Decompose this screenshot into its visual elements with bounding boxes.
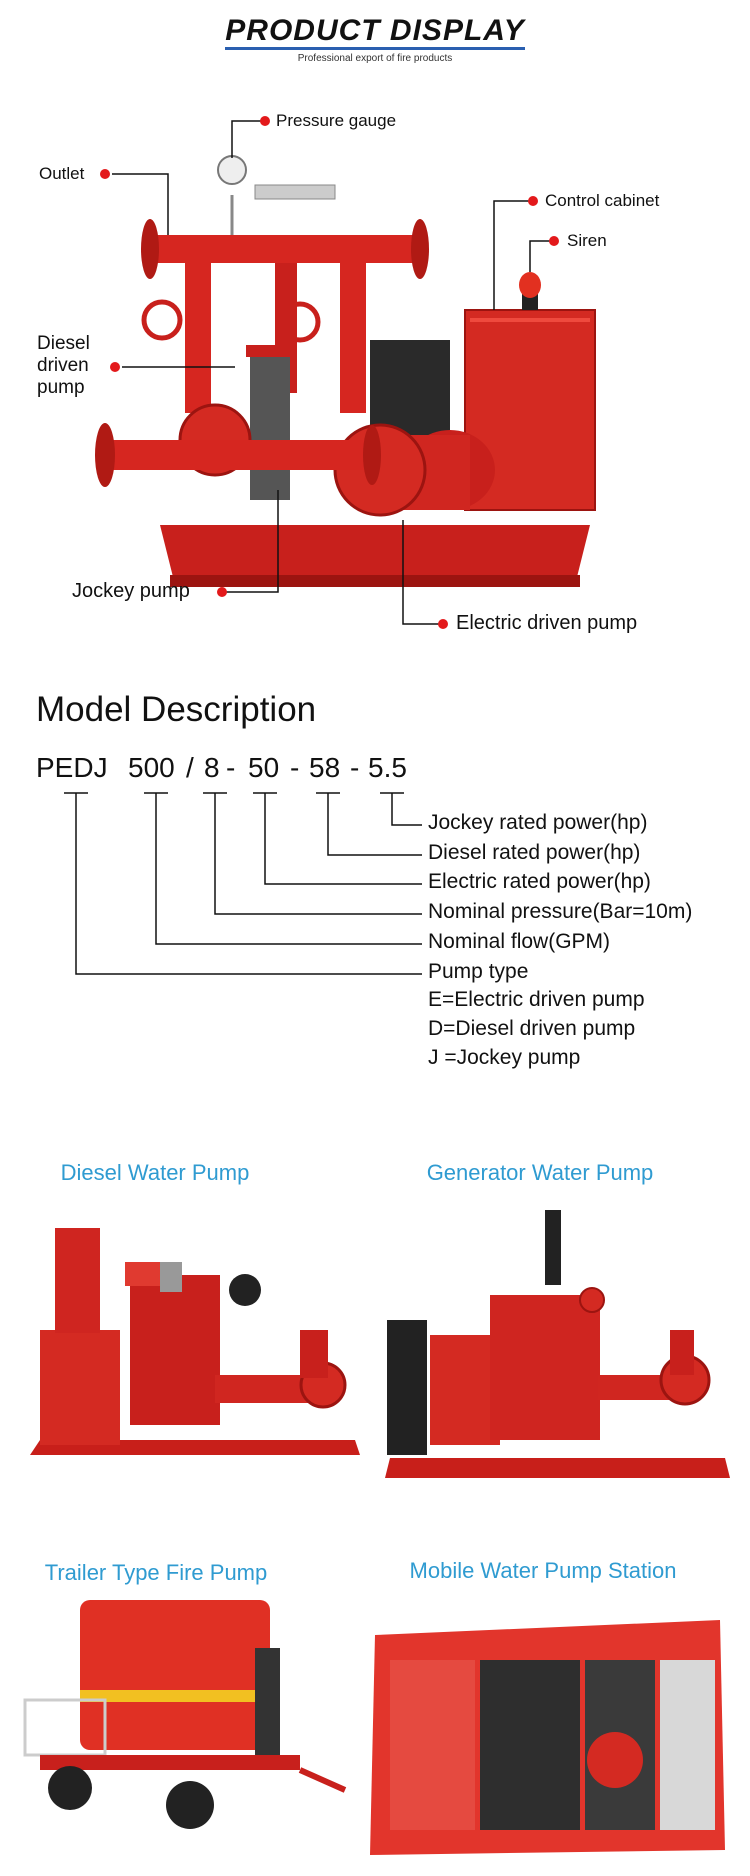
model-line-type-d: D=Diesel driven pump: [428, 1017, 636, 1040]
label-jockey-pump: Jockey pump: [72, 580, 190, 602]
diesel-water-pump-image[interactable]: [30, 1228, 360, 1455]
model-code-pressure: 8: [204, 752, 220, 783]
model-code-jockey: 5.5: [368, 752, 407, 783]
model-line-pump-type: Pump type: [428, 960, 529, 983]
product-title-trailer[interactable]: Trailer Type Fire Pump: [44, 1560, 268, 1585]
mobile-water-pump-station-image[interactable]: [370, 1620, 725, 1855]
outlet-header-pipe: [150, 235, 420, 263]
page-title: PRODUCT DISPLAY: [0, 14, 750, 50]
dot-siren: [549, 236, 559, 246]
model-code-dash: -: [350, 752, 360, 783]
suction-pipe: [105, 440, 375, 470]
model-line-diesel-power: Diesel rated power(hp): [428, 841, 641, 864]
dot-jockey-pump: [217, 587, 227, 597]
model-line-type-e: E=Electric driven pump: [428, 988, 645, 1011]
model-line-nominal-flow: Nominal flow(GPM): [428, 930, 611, 953]
dot-outlet: [100, 169, 110, 179]
model-line-type-j: J =Jockey pump: [428, 1046, 581, 1069]
model-description-title: Model Description: [36, 690, 317, 729]
valve-wheel: [141, 299, 183, 341]
product-title-mobile[interactable]: Mobile Water Pump Station: [409, 1558, 677, 1583]
outlet-flange: [141, 219, 159, 279]
model-code-dash: -: [290, 752, 300, 783]
model-code-flow: 500: [128, 752, 175, 783]
label-electric-driven-pump: Electric driven pump: [456, 612, 638, 634]
fire-pump-set-illustration: [95, 116, 596, 629]
model-line-electric-power: Electric rated power(hp): [428, 870, 651, 893]
jockey-pump: [250, 350, 290, 500]
trailer-type-fire-pump-image[interactable]: [23, 1600, 347, 1829]
label-outlet: Outlet: [39, 164, 85, 183]
base-skid-edge: [170, 575, 580, 587]
model-line-nominal-pressure: Nominal pressure(Bar=10m): [428, 900, 693, 923]
pressure-switches: [254, 184, 336, 200]
page-subtitle: Professional export of fire products: [297, 53, 453, 64]
label-control-cabinet: Control cabinet: [545, 191, 660, 210]
dot-electric-driven-pump: [438, 619, 448, 629]
product-title-generator[interactable]: Generator Water Pump: [426, 1160, 654, 1185]
model-code-electric: 50: [248, 752, 280, 783]
label-pressure-gauge: Pressure gauge: [276, 111, 397, 130]
model-code-dash: -: [226, 752, 236, 783]
model-code-sep: /: [186, 752, 194, 783]
siren: [519, 272, 541, 298]
base-skid: [160, 525, 590, 585]
page-title-text: PRODUCT DISPLAY: [225, 15, 525, 50]
diesel-engine: [370, 340, 450, 440]
dot-diesel-driven-pump: [110, 362, 120, 372]
product-title-diesel[interactable]: Diesel Water Pump: [60, 1160, 250, 1185]
model-description-leader-lines: [64, 792, 422, 975]
model-code-diesel: 58: [309, 752, 341, 783]
generator-water-pump-image[interactable]: [385, 1210, 730, 1478]
label-siren: Siren: [567, 231, 607, 250]
label-diesel-driven-pump: Diesel driven pump: [37, 333, 90, 398]
model-code-prefix: PEDJ: [36, 752, 108, 783]
dot-control-cabinet: [528, 196, 538, 206]
dot-pressure-gauge: [260, 116, 270, 126]
model-line-jockey-power: Jockey rated power(hp): [428, 811, 648, 834]
